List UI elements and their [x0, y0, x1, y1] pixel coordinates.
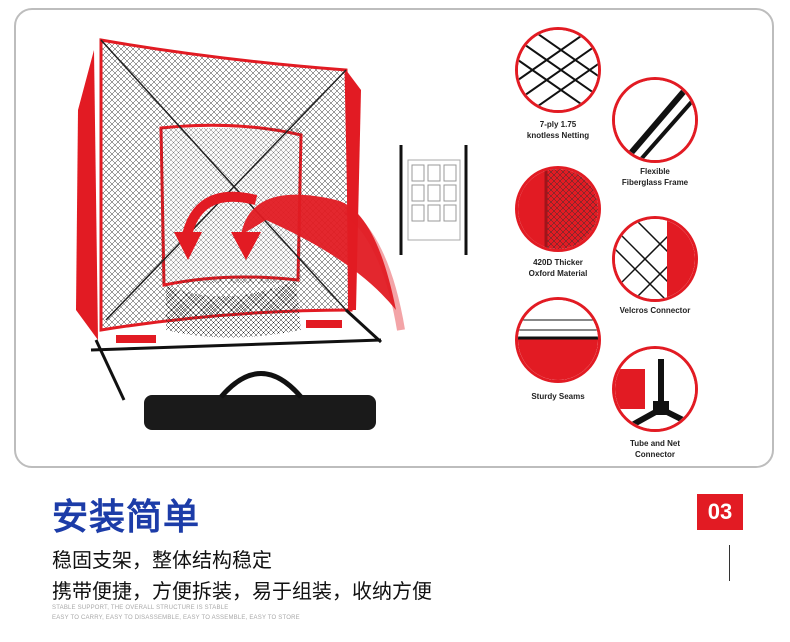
description-line-2: 携带便捷，方便拆装，易于组装，收纳方便 [52, 579, 432, 603]
netting-caption: 7-ply 1.75 knotless Netting [526, 120, 590, 140]
seams-caption: Sturdy Seams [531, 392, 585, 401]
tube-caption: Tube and Net Connector [629, 439, 681, 459]
velcro-detail-icon [612, 216, 698, 302]
section-number-badge: 03 [697, 494, 743, 530]
english-subtitle-1: STABLE SUPPORT, THE OVERALL STRUCTURE IS… [52, 605, 229, 611]
velcro-caption: Velcros Connector [619, 306, 691, 315]
tube-detail-icon [612, 346, 698, 432]
fiberglass-detail-icon [612, 77, 698, 163]
english-subtitle-2: EASY TO CARRY, EASY TO DISASSEMBLE, EASY… [52, 615, 300, 621]
product-image-card: 7-ply 1.75 knotless Netting Flexible Fib… [14, 8, 774, 468]
divider-line [729, 545, 730, 581]
description-line-1: 稳固支架，整体结构稳定 [52, 548, 272, 572]
oxford-detail-icon [515, 166, 601, 252]
netting-detail-icon [515, 27, 601, 113]
fiberglass-caption: Flexible Fiberglass Frame [621, 167, 689, 187]
section-title: 安装简单 [52, 497, 201, 538]
seams-detail-icon [515, 297, 601, 383]
oxford-caption: 420D Thicker Oxford Material [528, 258, 588, 278]
batting-net-illustration [76, 38, 468, 430]
